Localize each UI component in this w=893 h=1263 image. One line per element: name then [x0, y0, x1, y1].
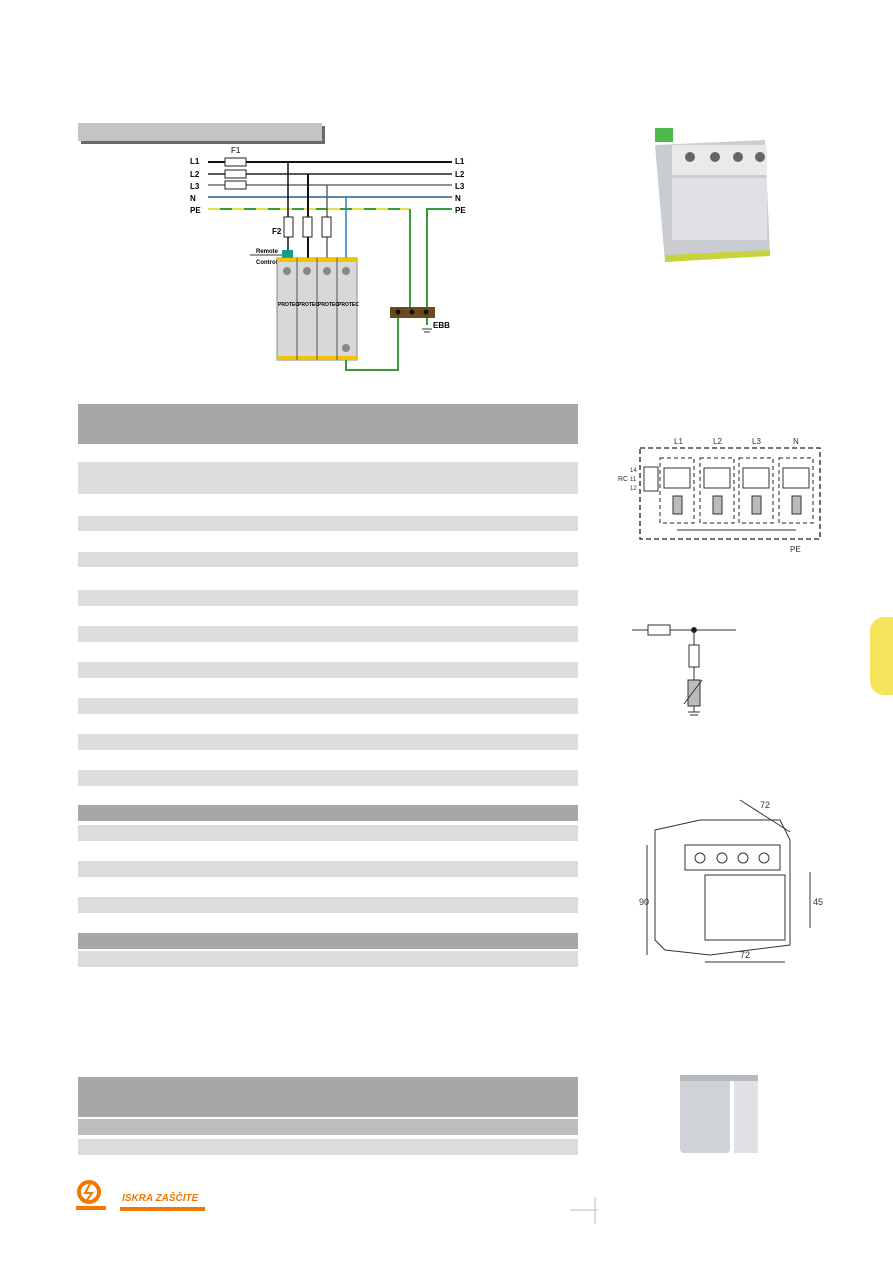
- module-photo: [680, 1075, 758, 1153]
- line-label: L1: [455, 157, 465, 166]
- table-row: [78, 951, 578, 967]
- fuse-label: F2: [272, 227, 282, 236]
- pe-label: PE: [790, 545, 801, 554]
- circuit-symbol: [632, 624, 736, 716]
- chapter-tab: [870, 617, 893, 695]
- line-label: N: [455, 194, 461, 203]
- line-label: L3: [190, 182, 200, 191]
- table-row: [78, 734, 578, 750]
- table-row: [78, 770, 578, 786]
- table-section-header: [78, 933, 578, 949]
- table-row: [78, 698, 578, 714]
- dim-front: 45: [813, 897, 823, 907]
- product-photo: [655, 128, 770, 262]
- accessory-table-row: [78, 1119, 578, 1135]
- phase-label: L2: [713, 437, 722, 446]
- internal-schematic: L1 L2 L3 N PE RC 14 11 12: [618, 437, 821, 554]
- dim-height: 90: [639, 897, 649, 907]
- control-label: Control: [256, 260, 278, 266]
- module-label: PROTEC: [298, 302, 319, 308]
- remote-label: Remote: [256, 249, 279, 255]
- line-label: PE: [455, 206, 466, 215]
- table-row: [78, 552, 578, 567]
- phase-label: L3: [752, 437, 761, 446]
- table-row: [78, 462, 578, 494]
- dim-width: 72: [740, 950, 750, 960]
- rc-pin: 11: [630, 477, 637, 483]
- phase-label: L1: [674, 437, 683, 446]
- line-label: L1: [190, 157, 200, 166]
- rc-pin: 14: [630, 468, 637, 474]
- table-section-header: [78, 805, 578, 821]
- table-header: [78, 404, 578, 444]
- dimension-drawing: 90 45 72 72: [639, 799, 823, 963]
- line-label: PE: [190, 206, 201, 215]
- section-title-bar: [78, 123, 322, 141]
- table-row: [78, 662, 578, 678]
- company-logo: ISKRA ZAŠČITE: [76, 1180, 205, 1211]
- table-row: [78, 590, 578, 606]
- ebb-label: EBB: [433, 321, 450, 330]
- table-row: [78, 825, 578, 841]
- table-row: [78, 516, 578, 531]
- line-label: L2: [455, 170, 465, 179]
- table-row: [78, 626, 578, 642]
- rc-pin: 12: [630, 486, 637, 492]
- module-label: PROTEC: [278, 302, 299, 308]
- line-label: L2: [190, 170, 200, 179]
- rc-label: RC: [618, 476, 628, 483]
- phase-label: N: [793, 437, 799, 446]
- wiring-diagram: L1 L2 L3 N PE L1 L2 L3 N PE F1 F2 Remote…: [190, 146, 466, 371]
- accessory-table-row: [78, 1139, 578, 1155]
- dim-depth: 72: [760, 800, 770, 810]
- module-label: PROTEC: [318, 302, 339, 308]
- brand-name: ISKRA ZAŠČITE: [122, 1191, 199, 1204]
- fuse-label: F1: [231, 146, 241, 155]
- module-label: PROTEC: [338, 302, 359, 308]
- table-row: [78, 861, 578, 877]
- table-row: [78, 897, 578, 913]
- line-label: N: [190, 194, 196, 203]
- line-label: L3: [455, 182, 465, 191]
- accessory-table-header: [78, 1077, 578, 1117]
